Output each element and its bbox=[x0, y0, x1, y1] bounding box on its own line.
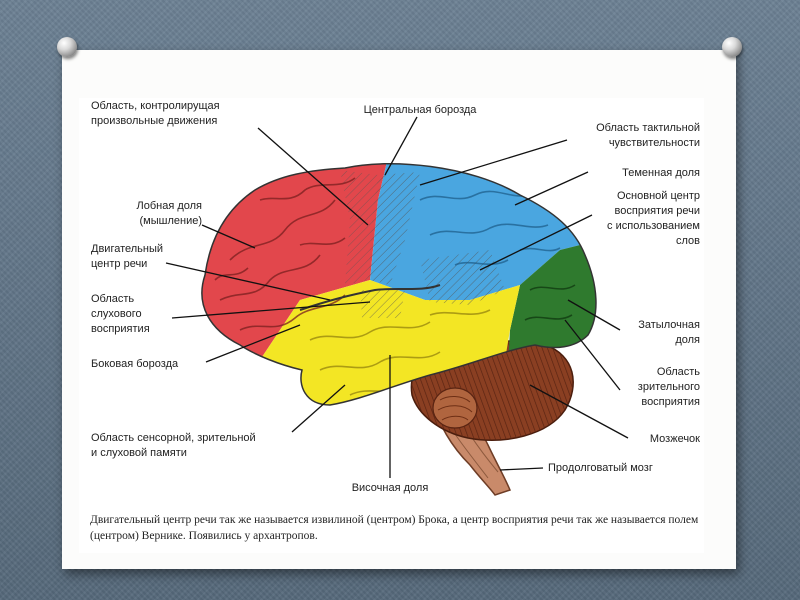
label-medulla: Продолговатый мозг bbox=[548, 461, 653, 476]
label-speech-perception: Основной центр восприятия речи с использ… bbox=[560, 189, 700, 249]
label-area-voluntary: Область, контролирущая произвольные движ… bbox=[91, 99, 220, 129]
label-visual: Область зрительного восприятия bbox=[600, 365, 700, 410]
label-memory: Область сенсорной, зрительной и слуховой… bbox=[91, 431, 256, 461]
label-occipital: Затылочная доля bbox=[600, 318, 700, 348]
figure-caption: Двигательный центр речи так же называетс… bbox=[90, 512, 710, 544]
label-frontal: Лобная доля (мышление) bbox=[82, 199, 202, 229]
label-central-sulcus: Центральная борозда bbox=[340, 103, 500, 118]
label-motor-speech: Двигательный центр речи bbox=[91, 242, 163, 272]
label-tactile: Область тактильной чувствительности bbox=[530, 121, 700, 151]
label-cerebellum: Мозжечок bbox=[600, 432, 700, 447]
auditory-hatch bbox=[360, 290, 405, 318]
label-parietal: Теменная доля bbox=[560, 166, 700, 181]
pons-shape bbox=[433, 388, 477, 428]
label-lateral-sulcus: Боковая борозда bbox=[91, 357, 178, 372]
label-auditory: Область слухового восприятия bbox=[91, 292, 150, 337]
label-temporal: Височная доля bbox=[320, 481, 460, 496]
